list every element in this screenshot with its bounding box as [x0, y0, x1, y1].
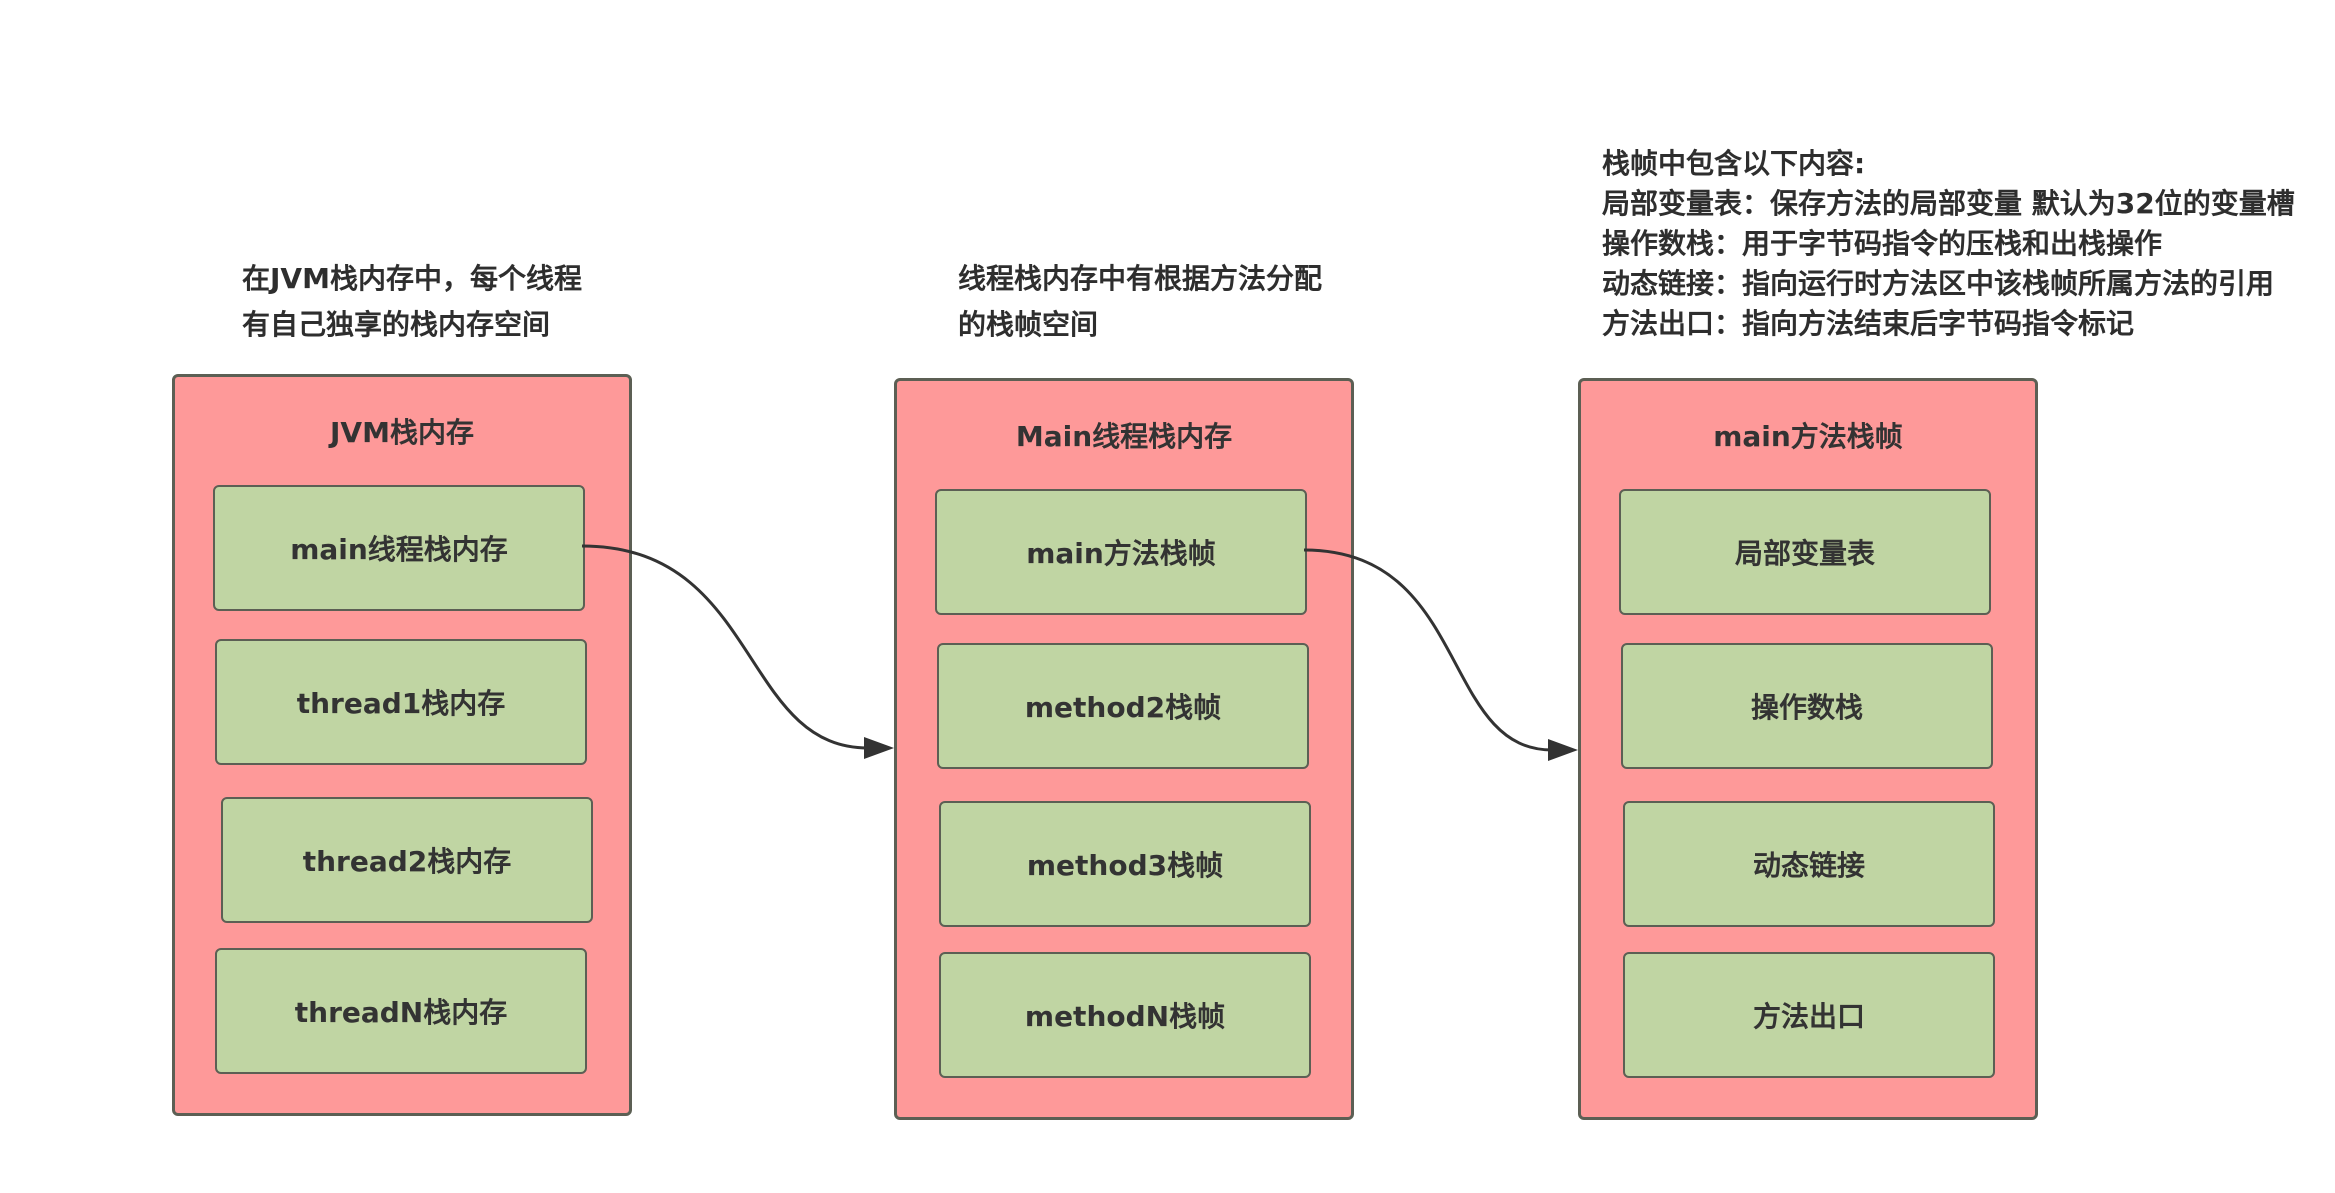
note-line: 的栈帧空间 [958, 308, 1099, 341]
box-main-thread-stack: main线程栈内存 [213, 485, 585, 611]
panel-title: main方法栈帧 [1713, 420, 1903, 453]
box-threadN-stack: threadN栈内存 [215, 948, 587, 1074]
note-line: 方法出口：指向方法结束后字节码指令标记 [1602, 307, 2135, 340]
box-operand-stack: 操作数栈 [1621, 643, 1993, 769]
note-line: 动态链接：指向运行时方法区中该栈帧所属方法的引用 [1602, 267, 2275, 300]
box-method3-frame: method3栈帧 [939, 801, 1311, 927]
panel-main-thread-stack: Main线程栈内存 main方法栈帧 method2栈帧 method3栈帧 m… [894, 378, 1354, 1120]
box-local-variable-table: 局部变量表 [1619, 489, 1991, 615]
note-line: 栈帧中包含以下内容: [1602, 147, 1866, 180]
box-method-exit: 方法出口 [1623, 952, 1995, 1078]
box-thread1-stack: thread1栈内存 [215, 639, 587, 765]
panel-main-method-frame: main方法栈帧 局部变量表 操作数栈 动态链接 方法出口 [1578, 378, 2038, 1120]
arrowhead-icon [1548, 739, 1578, 761]
arrowhead-icon [864, 737, 894, 759]
note-stack-frame: 栈帧中包含以下内容: 局部变量表：保存方法的局部变量 默认为32位的变量槽 操作… [1602, 144, 2295, 344]
panel-title: JVM栈内存 [330, 416, 474, 449]
note-line: 操作数栈：用于字节码指令的压栈和出栈操作 [1602, 227, 2163, 260]
note-line: 线程栈内存中有根据方法分配 [958, 262, 1323, 295]
box-thread2-stack: thread2栈内存 [221, 797, 593, 923]
panel-title: Main线程栈内存 [1015, 420, 1233, 453]
note-jvm-stack: 在JVM栈内存中，每个线程 有自己独享的栈内存空间 [242, 256, 582, 348]
note-line: 有自己独享的栈内存空间 [242, 308, 551, 341]
box-methodN-frame: methodN栈帧 [939, 952, 1311, 1078]
note-line: 在JVM栈内存中，每个线程 [242, 262, 582, 295]
box-dynamic-linking: 动态链接 [1623, 801, 1995, 927]
box-method2-frame: method2栈帧 [937, 643, 1309, 769]
note-thread-stack: 线程栈内存中有根据方法分配 的栈帧空间 [958, 256, 1322, 348]
note-line: 局部变量表：保存方法的局部变量 默认为32位的变量槽 [1602, 187, 2295, 220]
box-main-method-frame: main方法栈帧 [935, 489, 1307, 615]
panel-jvm-stack: JVM栈内存 main线程栈内存 thread1栈内存 thread2栈内存 t… [172, 374, 632, 1116]
